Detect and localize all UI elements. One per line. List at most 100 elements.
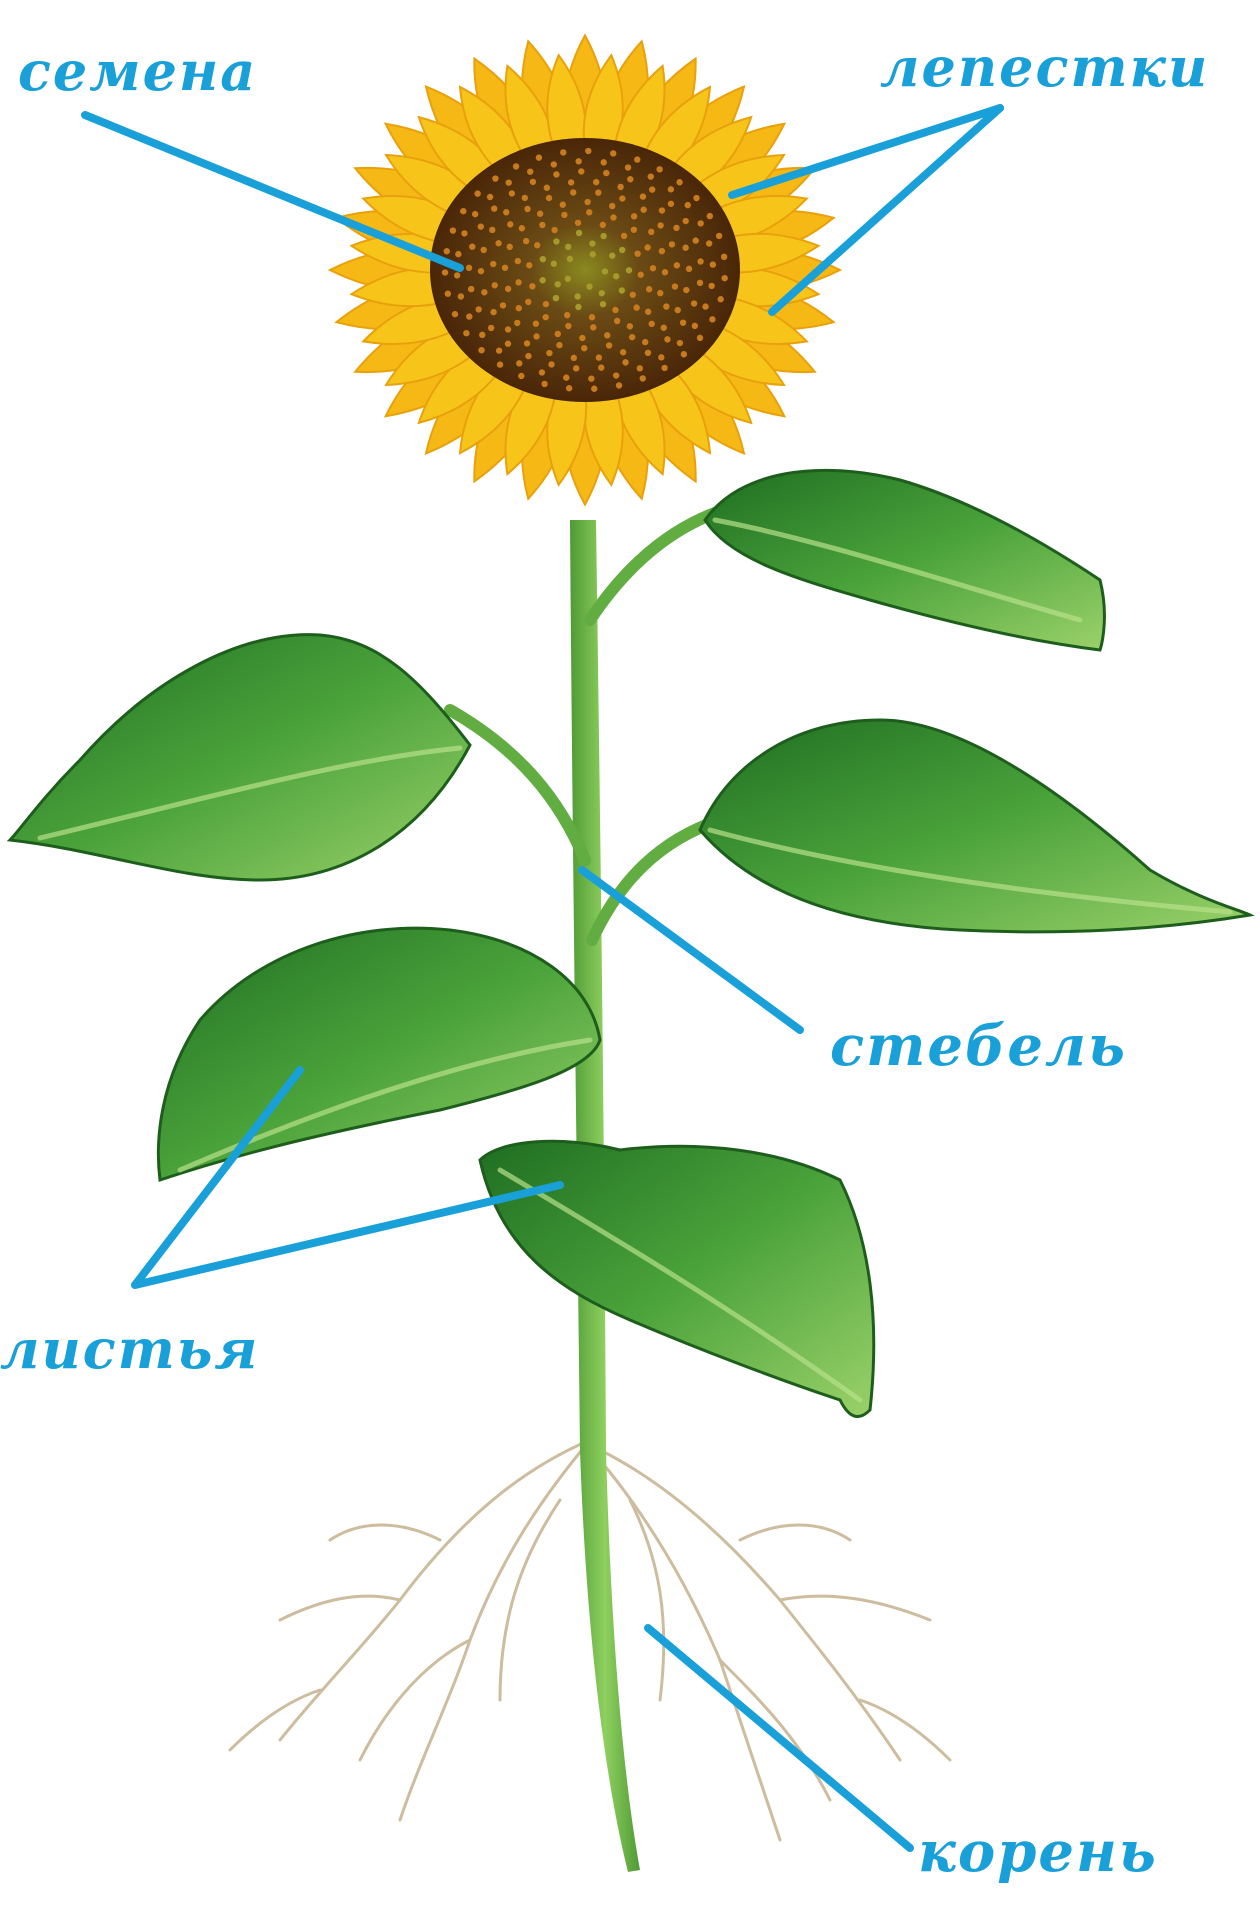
seed-dot	[631, 227, 637, 233]
seed-dot	[515, 258, 521, 264]
seed-dot	[454, 272, 460, 278]
seed-dot	[460, 208, 466, 214]
seed-dot	[490, 261, 496, 267]
seed-dot	[524, 206, 530, 212]
seed-dot	[479, 332, 485, 338]
seed-dot	[588, 375, 594, 381]
seed-dot	[697, 280, 703, 286]
seed-dot	[613, 273, 619, 279]
seed-dot	[468, 286, 474, 292]
seed-dot	[539, 222, 545, 228]
seed-dot	[664, 336, 670, 342]
seed-dot	[590, 324, 596, 330]
seed-dot	[602, 268, 608, 274]
seed-dot	[519, 225, 525, 231]
seed-dot	[561, 212, 567, 218]
pointer-petals-2	[772, 108, 1000, 312]
seed-dot	[548, 361, 554, 367]
seed-dot	[668, 186, 674, 192]
seed-dot	[706, 240, 712, 246]
seed-dot	[474, 190, 480, 196]
seed-dot	[492, 175, 498, 181]
seed-dot	[579, 335, 585, 341]
seed-dot	[539, 369, 545, 375]
seed-dot	[575, 158, 581, 164]
seed-dot	[682, 245, 688, 251]
seed-dot	[496, 347, 502, 353]
seed-dot	[642, 339, 648, 345]
seed-dot	[716, 233, 722, 239]
seed-dot	[669, 241, 675, 247]
seed-dot	[466, 265, 472, 271]
seed-dot	[458, 293, 464, 299]
seed-dot	[455, 251, 461, 257]
seed-dot	[478, 223, 484, 229]
seed-dot	[707, 213, 713, 219]
seed-dot	[657, 290, 663, 296]
seed-dot	[505, 341, 511, 347]
seed-dot	[622, 359, 628, 365]
seed-dot	[540, 256, 546, 262]
seed-dot	[677, 340, 683, 346]
seed-dot	[560, 149, 566, 155]
seed-dot	[619, 247, 625, 253]
seed-dot	[595, 189, 601, 195]
seed-dot	[626, 267, 632, 273]
seed-disk	[430, 138, 740, 402]
seed-dot	[555, 281, 561, 287]
seed-dot	[691, 300, 697, 306]
seed-dot	[578, 168, 584, 174]
seed-dot	[600, 301, 606, 307]
seed-dot	[503, 209, 509, 215]
seed-dot	[634, 156, 640, 162]
seed-dot	[563, 374, 569, 380]
seed-dot	[516, 360, 522, 366]
seed-dot	[675, 307, 681, 313]
label-root: корень	[918, 1824, 1158, 1880]
seed-dot	[509, 190, 515, 196]
leaf-middle-right	[700, 720, 1250, 932]
seed-dot	[516, 305, 522, 311]
seed-dot	[620, 349, 626, 355]
seed-dot	[534, 242, 540, 248]
seed-dot	[536, 154, 542, 160]
seed-dot	[450, 227, 456, 233]
seed-dot	[478, 268, 484, 274]
seed-dot	[463, 330, 469, 336]
label-leaves: листья	[0, 1322, 259, 1376]
seed-dot	[518, 373, 524, 379]
seed-dot	[590, 251, 596, 257]
seed-dot	[551, 261, 557, 267]
seed-dot	[553, 238, 559, 244]
seed-dot	[445, 291, 451, 297]
seed-dot	[551, 227, 557, 233]
seed-dot	[640, 193, 646, 199]
seed-dot	[487, 194, 493, 200]
pointer-root	[648, 1628, 910, 1848]
seed-dot	[621, 233, 627, 239]
seed-dot	[543, 301, 549, 307]
seed-dot	[586, 283, 592, 289]
seed-dot	[565, 276, 571, 282]
seed-dot	[481, 247, 487, 253]
seed-dot	[682, 218, 688, 224]
seed-dot	[593, 179, 599, 185]
seed-dot	[513, 163, 519, 169]
seed-dot	[541, 381, 547, 387]
seed-dot	[497, 361, 503, 367]
seed-dot	[591, 386, 597, 392]
seed-dot	[658, 354, 664, 360]
seed-dot	[523, 238, 529, 244]
seed-dot	[606, 342, 612, 348]
seed-dot	[648, 173, 654, 179]
seed-dot	[657, 222, 663, 228]
seed-dot	[650, 265, 656, 271]
seed-dot	[697, 335, 703, 341]
seed-dot	[544, 185, 550, 191]
seed-dot	[442, 269, 448, 275]
seed-dot	[495, 240, 501, 246]
seed-dot	[603, 170, 609, 176]
seed-dot	[475, 306, 481, 312]
seed-dot	[638, 272, 644, 278]
seed-dot	[553, 295, 559, 301]
